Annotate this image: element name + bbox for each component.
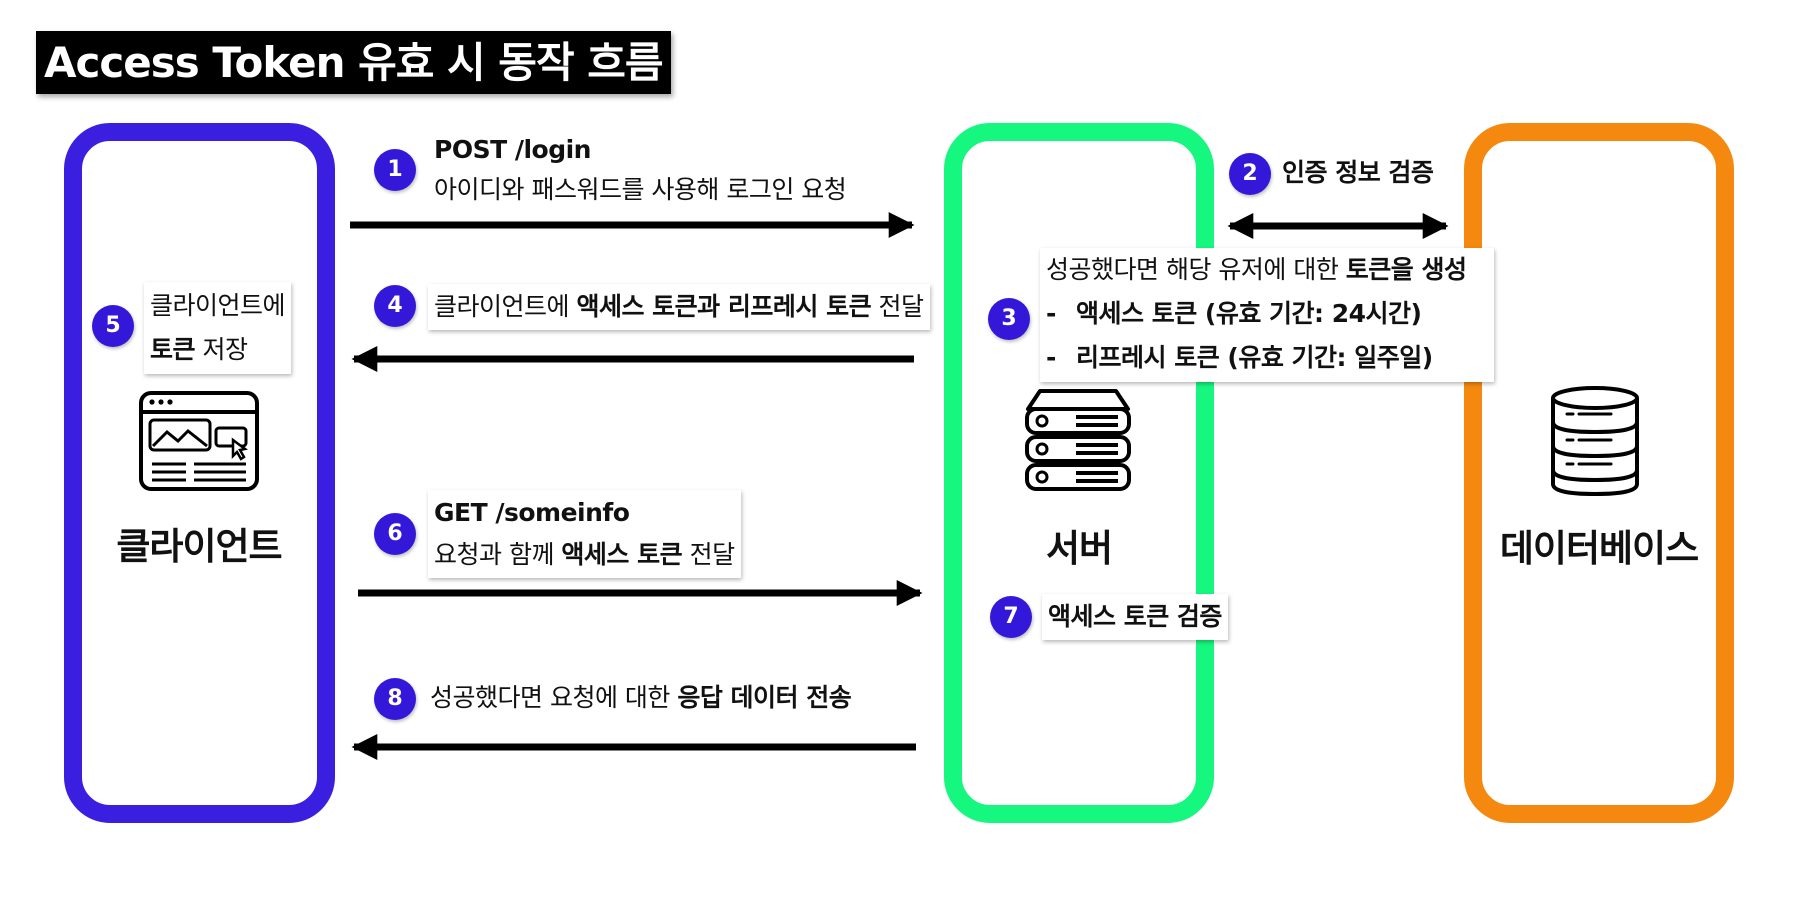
step-6-line2-post: 전달 (682, 540, 736, 569)
database-box (1464, 123, 1734, 823)
step-5-line2-post: 저장 (195, 335, 248, 364)
step-8-text: 성공했다면 요청에 대한 응답 데이터 전송 (430, 678, 852, 718)
step-4-note: 클라이언트에 액세스 토큰과 리프레시 토큰 전달 (428, 284, 930, 330)
server-box (944, 123, 1214, 823)
step-2-text: 인증 정보 검증 (1282, 158, 1434, 187)
step-8-text-pre: 성공했다면 요청에 대한 (430, 683, 678, 712)
step-3-item1: 액세스 토큰 (유효 기간: 24시간) (1076, 299, 1422, 328)
step-3-item2-dash: - (1046, 343, 1056, 372)
step-1-endpoint: POST /login (434, 135, 591, 164)
step-5-line1: 클라이언트에 (150, 291, 286, 320)
step-1-badge: 1 (374, 149, 416, 191)
step-5-badge: 5 (92, 305, 134, 347)
step-8-badge: 8 (374, 678, 416, 720)
database-icon (1551, 386, 1639, 497)
client-box (64, 123, 335, 823)
page-title: Access Token 유효 시 동작 흐름 (36, 31, 671, 94)
step-3-badge: 3 (988, 298, 1030, 340)
step-6-badge: 6 (374, 513, 416, 555)
step-7-badge: 7 (990, 596, 1032, 638)
step-6-endpoint: GET /someinfo (434, 498, 630, 527)
step-3-line1-text: 성공했다면 해당 유저에 대한 (1046, 255, 1346, 284)
client-label: 클라이언트 (116, 525, 282, 568)
step-3-item2: 리프레시 토큰 (유효 기간: 일주일) (1076, 343, 1433, 372)
database-label: 데이터베이스 (1499, 527, 1699, 570)
server-stack-icon (1025, 389, 1131, 491)
step-3-note: 성공했다면 해당 유저에 대한 토큰을 생성 -액세스 토큰 (유효 기간: 2… (1040, 248, 1494, 382)
step-3-line1-bold: 토큰을 생성 (1345, 255, 1467, 284)
step-4-text-bold: 액세스 토큰과 리프레시 토큰 (576, 292, 872, 321)
step-7-note: 액세스 토큰 검증 (1042, 594, 1228, 640)
step-1-description: 아이디와 패스워드를 사용해 로그인 요청 (434, 175, 847, 204)
step-2-badge: 2 (1229, 153, 1271, 195)
server-label: 서버 (1045, 527, 1113, 570)
step-8-text-bold: 응답 데이터 전송 (677, 683, 852, 712)
step-5-line2-bold: 토큰 (150, 335, 196, 364)
step-3-item1-dash: - (1046, 299, 1056, 328)
step-6-line2-pre: 요청과 함께 (434, 540, 562, 569)
step-4-badge: 4 (374, 285, 416, 327)
step-4-text-pre: 클라이언트에 (434, 292, 577, 321)
step-5-note: 클라이언트에 토큰 저장 (144, 282, 292, 374)
browser-window-icon (139, 391, 259, 491)
step-4-text-post: 전달 (871, 292, 925, 321)
step-6-line2-bold: 액세스 토큰 (561, 540, 683, 569)
step-6-note: GET /someinfo 요청과 함께 액세스 토큰 전달 (428, 490, 741, 578)
